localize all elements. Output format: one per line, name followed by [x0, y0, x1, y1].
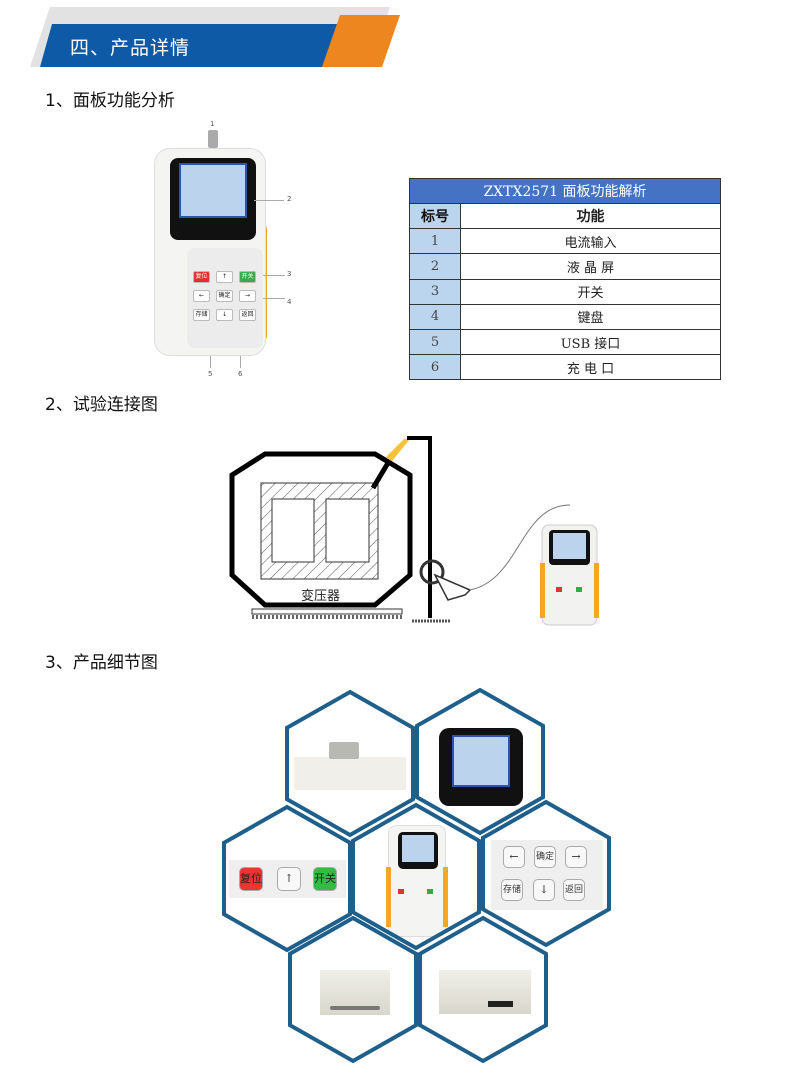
ok-key: 确定: [216, 290, 233, 302]
callout-2: 2: [287, 195, 292, 203]
callout-line-6: [240, 356, 241, 368]
down-key-closeup: ↓: [533, 879, 555, 901]
row-fn: 电流输入: [460, 228, 721, 255]
row-num: 4: [409, 303, 461, 330]
row-num: 1: [409, 228, 461, 255]
detail-charging-port: [420, 918, 546, 1061]
ok-key-closeup: 确定: [534, 846, 556, 868]
reset-key: 复位: [193, 271, 210, 283]
row-num: 5: [409, 328, 461, 356]
section-heading-panel: 1、面板功能分析: [45, 91, 175, 111]
ground-clip-icon: [386, 439, 410, 461]
device-panel-figure: 1 2 3 4 复位 ↑ 开关 ← 确定 → 存储 ↓ 返回 5 6: [150, 120, 310, 380]
power-key-closeup: 开关: [313, 867, 337, 891]
reset-key-closeup: 复位: [239, 867, 263, 891]
up-key-closeup: ↑: [277, 867, 301, 891]
row-fn: 充 电 口: [460, 354, 721, 381]
callout-line-3: [258, 275, 285, 276]
row-num: 6: [409, 354, 461, 381]
power-key: 开关: [239, 271, 256, 283]
transformer-tank: [229, 451, 413, 608]
detail-usb-port: [290, 918, 416, 1061]
row-num: 3: [409, 278, 461, 305]
section-heading-connection: 2、试验连接图: [45, 395, 158, 415]
callout-line-4: [263, 298, 285, 299]
callout-1: 1: [210, 120, 215, 128]
col-header-fn: 功能: [460, 202, 721, 230]
store-key-closeup: 存储: [501, 879, 523, 901]
callout-line-2: [254, 200, 284, 201]
keypad: 复位 ↑ 开关 ← 确定 → 存储 ↓ 返回: [187, 248, 263, 348]
row-fn: 开关: [460, 278, 721, 305]
base-plate: [251, 608, 403, 615]
banner-bar: [40, 24, 350, 67]
callout-5: 5: [208, 370, 213, 378]
row-num: 2: [409, 253, 461, 280]
ground-lead: [407, 436, 432, 618]
callout-4: 4: [287, 298, 292, 306]
connector-icon: [208, 130, 218, 148]
up-key: ↑: [216, 271, 233, 283]
table-title: ZXTX2571 面板功能解析: [409, 178, 721, 204]
store-key: 存储: [193, 309, 210, 321]
row-fn: 键盘: [460, 303, 721, 330]
row-fn: USB 接口: [460, 328, 721, 356]
col-header-num: 标号: [409, 202, 461, 230]
page-title: 四、产品详情: [70, 37, 191, 59]
left-key-closeup: ←: [503, 846, 525, 868]
callout-3: 3: [287, 270, 292, 278]
left-key: ←: [193, 290, 210, 302]
section-heading-details: 3、产品细节图: [45, 653, 158, 673]
callout-6: 6: [238, 370, 243, 378]
right-key: →: [239, 290, 256, 302]
row-fn: 液 晶 屏: [460, 253, 721, 280]
back-key: 返回: [239, 309, 256, 321]
right-key-closeup: →: [565, 846, 587, 868]
down-key: ↓: [216, 309, 233, 321]
clamp-meter-icon: [419, 559, 445, 585]
back-key-closeup: 返回: [563, 879, 585, 901]
device-screen: [170, 158, 256, 240]
connection-diagram: [229, 436, 599, 626]
transformer-label: 变压器: [301, 589, 341, 604]
signal-cable: [469, 504, 571, 591]
callout-line-5: [210, 356, 211, 368]
